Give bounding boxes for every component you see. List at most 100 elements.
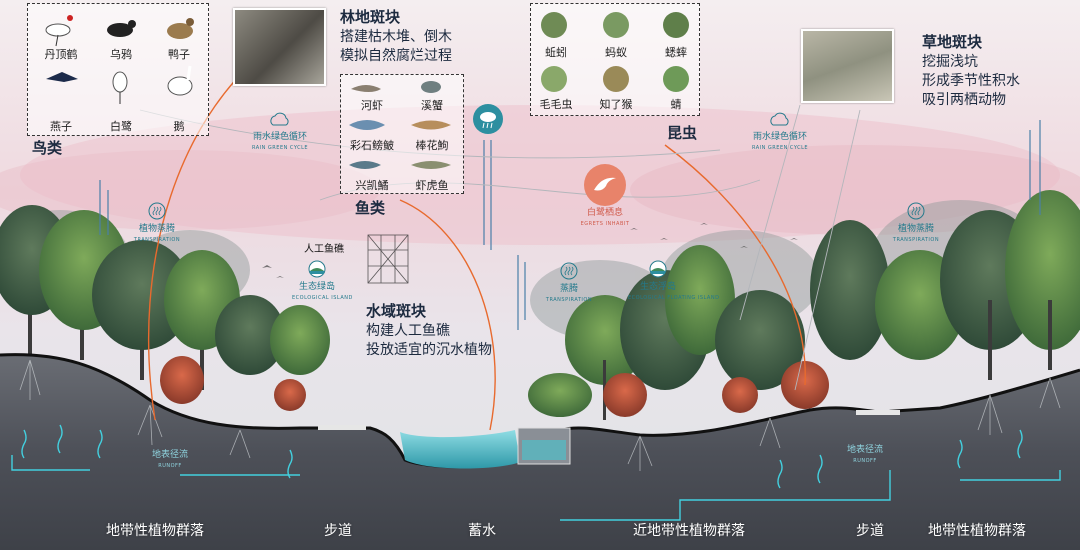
ant-icon	[603, 12, 629, 38]
goose-icon	[167, 65, 193, 96]
rain-cycle-left-en: RAIN GREEN CYCLE	[251, 145, 309, 151]
bottom-label-path-left: 步道	[324, 523, 352, 539]
water-patch-text: 水域斑块 构建人工鱼礁 投放适宜的沉水植物	[366, 302, 492, 360]
egret-habitat-label: 白鹭栖息 EGRETS INHABIT	[570, 208, 640, 230]
bird-label-1: 丹顶鹤	[44, 48, 78, 61]
bitterling-icon	[349, 120, 385, 130]
fish-reef-label: 人工鱼礁	[304, 244, 344, 255]
water-patch-line1: 构建人工鱼礁	[366, 323, 450, 339]
egret-habitat-en: EGRETS INHABIT	[580, 221, 630, 227]
fish-illustrations	[349, 81, 451, 169]
duck-icon	[167, 18, 194, 39]
insects-heading: 昆虫	[667, 124, 698, 142]
cloud-icon	[770, 112, 789, 126]
runoff-left: 地表径流 RUNOFF	[140, 450, 200, 472]
forest-patch-text: 林地斑块 搭建枯木堆、倒木 模拟自然腐烂过程	[340, 8, 452, 66]
bird-label-6: 鹅	[173, 120, 185, 133]
fish-label-5: 兴凯鱊	[355, 179, 389, 192]
fish-heading: 鱼类	[355, 199, 386, 217]
runoff-left-cn: 地表径流	[151, 450, 188, 460]
transpiration-right-en: TRANSPIRATION	[892, 237, 940, 243]
transpiration-mid: 蒸腾 TRANSPIRATION	[538, 262, 600, 306]
dragonfly-icon	[663, 66, 689, 92]
grass-patch-line3: 吸引两栖动物	[922, 92, 1006, 108]
transpiration-mid-cn: 蒸腾	[559, 284, 578, 294]
bird-label-2: 乌鸦	[110, 48, 132, 61]
grass-patch-text: 草地斑块 挖掘浅坑 形成季节性积水 吸引两栖动物	[922, 33, 1020, 110]
steam-icon	[907, 202, 925, 220]
bottom-label-near-zonal: 近地带性植物群落	[633, 523, 745, 539]
acheilognathus-icon	[349, 161, 381, 169]
shrimp-icon	[351, 85, 381, 92]
bird-label-4: 燕子	[50, 120, 72, 133]
fish-label-3: 彩石鳑鲏	[350, 139, 394, 152]
swallow-icon	[46, 72, 78, 82]
rain-cycle-right: 雨水绿色循环 RAIN GREEN CYCLE	[740, 112, 820, 154]
eco-island-mid-cn: 生态浮岛	[639, 282, 676, 292]
insect-label-6: 蜻	[670, 98, 682, 111]
crow-icon	[107, 20, 136, 37]
grass-patch-line1: 挖掘浅坑	[922, 54, 978, 70]
insects-panel: 蚯蚓 蚂蚁 蟋蟀 毛毛虫 知了猴 蜻	[530, 3, 700, 116]
earthworm-icon	[541, 12, 567, 38]
grass-patch-title: 草地斑块	[922, 33, 983, 51]
bird-label-3: 鸭子	[168, 48, 190, 61]
runoff-right: 地表径流 RUNOFF	[835, 445, 895, 467]
bird-label-5: 白鹭	[110, 120, 132, 133]
steam-icon	[560, 262, 578, 280]
eco-island-mid-en: ECOLOGICAL FLOATING ISLAND	[628, 295, 720, 301]
caterpillar-icon	[541, 66, 567, 92]
insect-label-3: 蟋蟀	[665, 46, 687, 59]
birds-heading: 鸟类	[32, 139, 63, 157]
forest-patch-line2: 模拟自然腐烂过程	[340, 48, 452, 64]
egret-habitat-cn: 白鹭栖息	[586, 208, 623, 218]
bottom-label-zonal-left: 地带性植物群落	[106, 523, 204, 539]
water-patch-title: 水域斑块	[366, 302, 427, 320]
fish-panel: 河虾 溪蟹 彩石鳑鲏 棒花鮈 兴凯鱊 虾虎鱼	[340, 74, 464, 194]
grass-patch-photo	[801, 29, 894, 103]
birds-panel: 丹顶鹤 乌鸦 鸭子 燕子 白鹭 鹅	[27, 3, 209, 136]
transpiration-mid-en: TRANSPIRATION	[545, 297, 593, 303]
rain-cycle-left-cn: 雨水绿色循环	[252, 132, 307, 142]
cicada-nymph-icon	[603, 66, 629, 92]
transpiration-left-en: TRANSPIRATION	[133, 237, 181, 243]
transpiration-right-cn: 植物蒸腾	[897, 224, 934, 234]
bottom-label-storage: 蓄水	[468, 523, 496, 539]
crab-icon	[421, 81, 441, 93]
insect-label-5: 知了猴	[599, 98, 633, 111]
transpiration-right: 植物蒸腾 TRANSPIRATION	[885, 202, 947, 246]
crane-icon	[45, 15, 73, 47]
egret-bird-icon	[112, 71, 128, 104]
island-icon	[308, 260, 326, 278]
eco-island-left: 生态绿岛 ECOLOGICAL ISLAND	[292, 260, 353, 304]
cricket-icon	[663, 12, 689, 38]
insect-label-1: 蚯蚓	[545, 46, 567, 59]
rain-cycle-right-en: RAIN GREEN CYCLE	[751, 145, 809, 151]
cloud-icon	[270, 112, 289, 126]
forest-patch-photo	[233, 8, 326, 86]
rain-cloud-icon	[473, 104, 503, 134]
runoff-left-en: RUNOFF	[158, 463, 182, 469]
fish-label-6: 虾虎鱼	[415, 179, 449, 192]
insect-label-4: 毛毛虫	[539, 98, 573, 111]
forest-patch-title: 林地斑块	[340, 8, 401, 26]
runoff-right-en: RUNOFF	[853, 458, 877, 464]
fish-label-4: 棒花鮈	[415, 139, 449, 152]
water-patch-line2: 投放适宜的沉水植物	[366, 342, 492, 358]
egret-icon	[584, 164, 626, 206]
eco-island-left-en: ECOLOGICAL ISLAND	[292, 295, 353, 301]
transpiration-left: 植物蒸腾 TRANSPIRATION	[126, 202, 188, 246]
gudgeon-icon	[411, 120, 451, 130]
eco-island-mid: 生态浮岛 ECOLOGICAL FLOATING ISLAND	[628, 260, 720, 304]
island-icon	[649, 260, 667, 278]
transpiration-left-cn: 植物蒸腾	[138, 224, 175, 234]
insect-label-2: 蚂蚁	[605, 46, 627, 59]
goby-icon	[411, 161, 451, 169]
bottom-label-path-right: 步道	[856, 523, 884, 539]
birds-illustrations	[45, 15, 194, 104]
rain-cycle-left: 雨水绿色循环 RAIN GREEN CYCLE	[240, 112, 320, 154]
grass-patch-line2: 形成季节性积水	[922, 73, 1020, 89]
fish-label-2: 溪蟹	[421, 99, 443, 112]
steam-icon	[148, 202, 166, 220]
